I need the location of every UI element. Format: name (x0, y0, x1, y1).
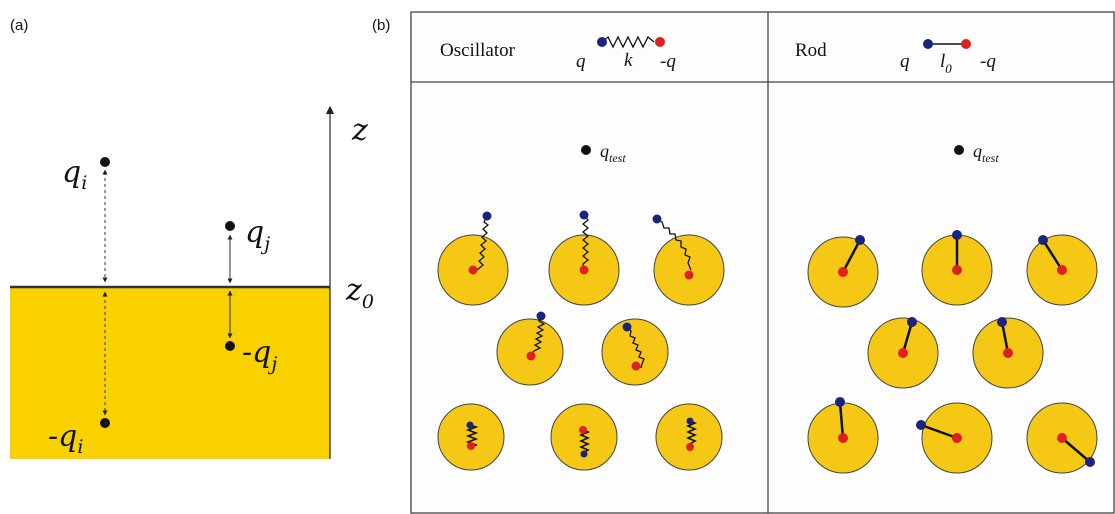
oscillator-molecule-7 (550, 403, 618, 471)
rod-molecule-5 (972, 317, 1044, 389)
rod-q-label: q (900, 51, 910, 72)
rod-test-charge (954, 145, 964, 155)
oscillator-molecule-1 (437, 211, 509, 306)
panel-a: (a) z z0 qi -qi qj -qj (10, 17, 374, 459)
rod-molecule-8 (1026, 402, 1098, 474)
oscillator-title: Oscillator (440, 40, 516, 61)
rod-title: Rod (795, 40, 827, 61)
panel-b-frame (410, 11, 1115, 514)
oscillator-k-label: k (624, 50, 633, 71)
rod-l0-label: l0 (940, 51, 952, 76)
neg-qi-label: -qi (48, 419, 83, 458)
oscillator-molecule-8 (655, 403, 723, 471)
rod-molecule-4 (867, 317, 939, 389)
z-axis-label: z (351, 113, 368, 148)
rod-molecule-6 (807, 397, 879, 474)
rod-positive-charge-legend (923, 39, 933, 49)
image-charge-qi (100, 418, 110, 428)
charge-qj (225, 221, 235, 231)
oscillator-molecule-6 (437, 403, 505, 471)
rod-test-charge-label: qtest (973, 141, 999, 165)
oscillator-spring-legend (601, 35, 655, 49)
oscillator-negative-charge-legend (655, 37, 665, 47)
oscillator-molecule-2 (548, 210, 620, 306)
oscillator-test-charge-label: qtest (600, 141, 626, 165)
dielectric-region (10, 287, 330, 459)
oscillator-positive-charge-legend (597, 37, 607, 47)
charge-qi (100, 157, 110, 167)
neg-qj-label: -qj (242, 335, 277, 375)
oscillator-q-label: q (576, 51, 586, 72)
rod-molecule-1 (807, 235, 879, 308)
oscillator-molecule-5 (601, 318, 669, 386)
rod-molecule-2 (921, 230, 993, 306)
panel-a-label: (a) (10, 17, 28, 34)
panel-b: (b) Oscillator q k -q Rod q l0 -q qtest … (372, 11, 1115, 514)
qj-label: qj (245, 215, 270, 255)
qi-label: qi (62, 155, 87, 194)
rod-molecule-7 (916, 402, 993, 474)
z0-label: z0 (345, 273, 374, 313)
rod-molecule-3 (1026, 234, 1098, 306)
image-charge-qj (225, 341, 235, 351)
rod-negative-charge-legend (961, 39, 971, 49)
oscillator-test-charge (581, 145, 591, 155)
rod-neg-q-label: -q (980, 51, 996, 72)
panel-b-label: (b) (372, 17, 390, 34)
oscillator-molecule-3 (652, 214, 725, 306)
oscillator-neg-q-label: -q (660, 51, 676, 72)
oscillator-molecule-4 (496, 311, 564, 386)
